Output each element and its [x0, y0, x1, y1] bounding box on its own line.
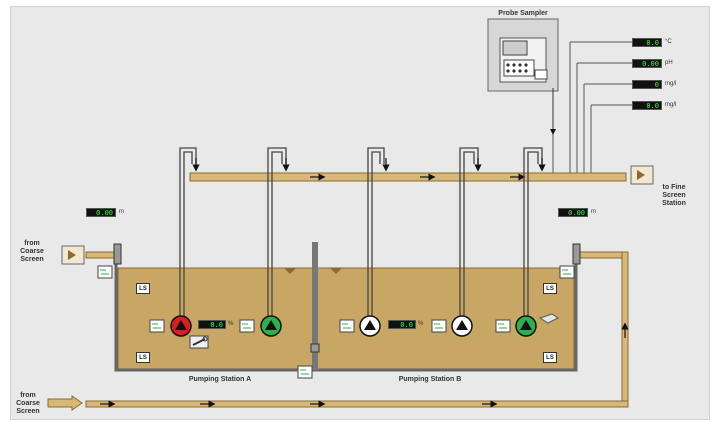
from-coarse-screen-top: from Coarse Screen: [20, 240, 44, 263]
tank-walls: [114, 256, 578, 372]
ph-unit: pH: [665, 60, 673, 66]
temperature-unit: °C: [665, 39, 672, 45]
pumping-station-b-label: Pumping Station B: [398, 376, 462, 383]
level-b-readout: 0.00: [558, 208, 588, 217]
pump-4[interactable]: [451, 315, 473, 337]
pump-2-faceplate-icon[interactable]: [239, 319, 255, 333]
riser-pipes: [179, 147, 543, 320]
ph-readout: 0.00: [632, 59, 662, 68]
mgl-2-unit: mg/l: [665, 102, 677, 108]
pump-3[interactable]: [359, 315, 381, 337]
pump-5[interactable]: [515, 315, 537, 337]
inlet-arrow-bottom: [47, 395, 83, 411]
from-coarse-screen-bottom: from Coarse Screen: [16, 392, 40, 415]
pump-1[interactable]: [170, 315, 192, 337]
level-switch-a-low[interactable]: LS: [136, 352, 150, 363]
inlet-valve-top[interactable]: [113, 243, 122, 265]
hand-tool-icon[interactable]: [538, 313, 559, 324]
speed-b-readout: 0.0: [388, 320, 416, 329]
pumping-station-a-label: Pumping Station A: [188, 376, 252, 383]
outlet-valve-right[interactable]: [572, 243, 581, 265]
probe-sampler-screen: [502, 40, 528, 56]
divider-faceplate-icon[interactable]: [297, 365, 313, 379]
inlet-pipe-top: [85, 251, 119, 259]
mgl-1-readout: 0: [632, 80, 662, 89]
outlet-faceplate-icon[interactable]: [559, 265, 575, 279]
mgl-2-readout: 0.0: [632, 101, 662, 110]
pump-3-faceplate-icon[interactable]: [339, 319, 355, 333]
probe-sampler-title: Probe Sampler: [498, 10, 548, 17]
speed-b-unit: %: [418, 321, 424, 327]
pump-1-faceplate-icon[interactable]: [149, 319, 165, 333]
pump-2[interactable]: [260, 315, 282, 337]
tank-water: [117, 267, 575, 370]
maintenance-wrench-icon[interactable]: [189, 335, 209, 349]
level-switch-a-high[interactable]: LS: [136, 283, 150, 294]
feed-pipe-bottom: [85, 400, 629, 408]
sampler-faceplate-icon[interactable]: [534, 69, 548, 80]
to-fine-screen-station: to Fine Screen Station: [662, 184, 686, 207]
level-b-unit: m: [591, 209, 596, 215]
pump-4-faceplate-icon[interactable]: [431, 319, 447, 333]
level-switch-b-high[interactable]: LS: [543, 283, 557, 294]
discharge-header-pipe: [189, 172, 627, 182]
probe-sampler-rack: [503, 59, 535, 77]
level-switch-b-low[interactable]: LS: [543, 352, 557, 363]
level-a-unit: m: [119, 209, 124, 215]
speed-a-unit: %: [228, 321, 234, 327]
level-a-readout: 0.00: [86, 208, 116, 217]
tank-divider: [312, 242, 318, 370]
pump-5-faceplate-icon[interactable]: [495, 319, 511, 333]
temperature-readout: 0.0: [632, 38, 662, 47]
speed-a-readout: 0.0: [198, 320, 226, 329]
mgl-1-unit: mg/l: [665, 81, 677, 87]
inlet-faceplate-icon[interactable]: [97, 265, 113, 279]
